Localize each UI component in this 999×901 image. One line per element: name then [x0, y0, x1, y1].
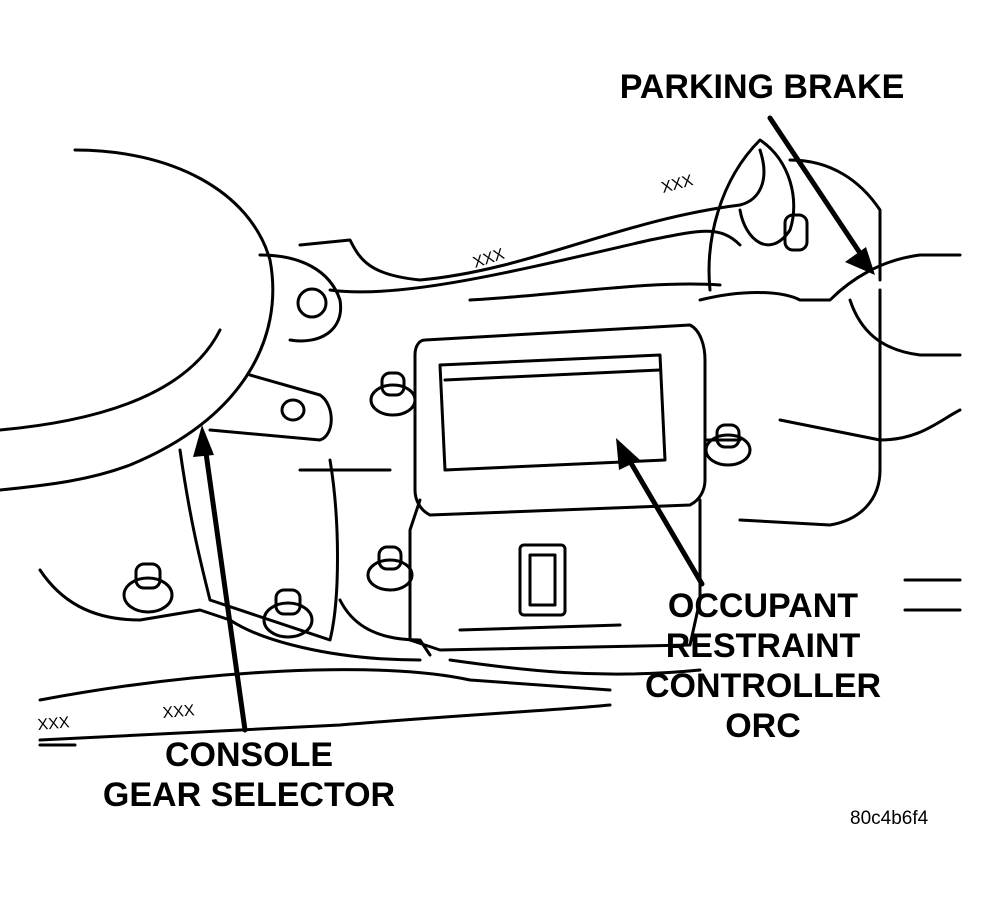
- wire-mark: XXX: [162, 702, 196, 722]
- wire-marks: XXX XXX XXX XXX: [37, 172, 695, 734]
- console-leader: [202, 443, 248, 733]
- console-arrowhead: [193, 425, 214, 457]
- gear-selector-dome: [0, 148, 343, 492]
- parking-brake-arrowhead: [845, 247, 875, 275]
- wire-mark: XXX: [37, 714, 71, 734]
- parking-brake-label: PARKING BRAKE: [619, 68, 905, 106]
- console-label-line: GEAR SELECTOR: [102, 776, 396, 814]
- wire-mark: XXX: [660, 172, 696, 197]
- nut-left-top: [369, 371, 417, 417]
- orc-label-line: RESTRAINT: [665, 627, 861, 665]
- parking-brake-assembly: [698, 138, 962, 612]
- console-label-line: CONSOLE: [164, 736, 334, 774]
- nut-center-low: [366, 545, 414, 592]
- orc-label-line: OCCUPANT: [667, 587, 859, 625]
- mounting-nuts: [122, 371, 752, 639]
- nut-bottom-center: [262, 588, 314, 639]
- console-gear-selector-label: CONSOLE GEAR SELECTOR: [88, 735, 410, 815]
- nut-right: [704, 423, 752, 467]
- orc-label-line: ORC: [725, 707, 801, 745]
- leader-arrows: [202, 115, 865, 733]
- wire-harness: [298, 148, 766, 472]
- arrowheads: [193, 247, 875, 470]
- selector-bracket: [178, 373, 339, 642]
- floor-pan: [38, 568, 612, 747]
- orc-label: OCCUPANT RESTRAINT CONTROLLER ORC: [632, 586, 894, 746]
- orc-arrowhead: [616, 438, 640, 470]
- orc-label-line: CONTROLLER: [644, 667, 882, 705]
- parking-brake-leader: [767, 115, 865, 259]
- orc-module: [408, 323, 742, 676]
- orc-leader: [625, 455, 705, 587]
- figure-id: 80c4b6f4: [850, 808, 929, 829]
- nut-bottom-left: [122, 562, 174, 614]
